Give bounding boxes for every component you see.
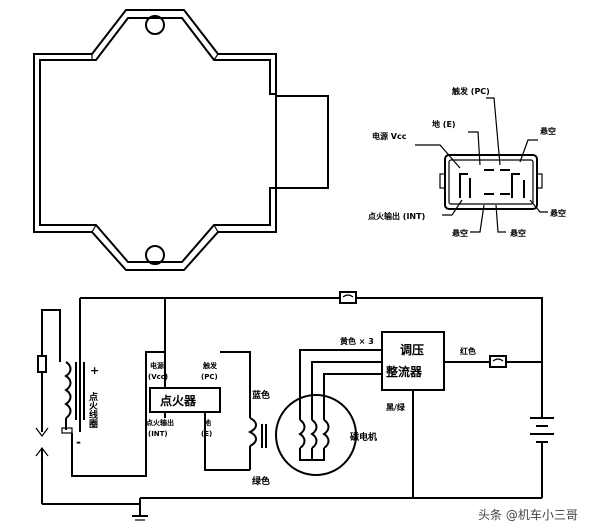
connector-pinout: 电源 Vcc 地 (E) 触发 (PC) 悬空 悬空 点火输出 (INT) 悬空… (368, 86, 566, 238)
ignition-coil (61, 298, 147, 477)
fuse-top (339, 291, 357, 304)
coil-plus-label: + (90, 364, 99, 377)
pin-label-empty-bottom-right: 悬空 (509, 228, 526, 238)
pin-label-empty-bottom-left: 悬空 (451, 228, 468, 238)
battery (530, 417, 554, 498)
yellow-wire-label: 黄色 × 3 (340, 336, 374, 346)
cdi-power-label: 电源 (150, 361, 164, 370)
mounting-hole-top (145, 15, 165, 35)
pin-label-ground-e: 地 (E) (432, 119, 456, 129)
black-wire-label: 黑/绿 (386, 402, 406, 412)
ignition-coil-label: 点火线圈 (87, 391, 98, 429)
red-wire-label: 红色 (460, 346, 476, 356)
pin-label-empty-top-right: 悬空 (539, 126, 556, 136)
green-wire-label: 绿色 (252, 475, 270, 487)
pin-label-trigger-pc: 触发 (PC) (452, 86, 490, 96)
pin-label-power-vcc: 电源 Vcc (372, 131, 407, 141)
cdi-trigger-pin: (PC) (201, 373, 218, 381)
wiring-schematic: + - 点火线圈 点火器 电源 (Vcc) 点火输出 (INT) 触发 (PC)… (35, 291, 554, 521)
regulator-rectifier-box (381, 331, 445, 391)
magneto-label: 磁电机 (350, 431, 377, 443)
mounting-hole-bottom (145, 245, 165, 265)
blue-wire-label: 蓝色 (252, 389, 270, 401)
cdi-ignition-label: 点火输出 (146, 418, 174, 427)
cdi-unit-label: 点火器 (160, 393, 197, 408)
cdi-power-pin: (Vcc) (148, 373, 168, 381)
cdi-housing-outline (33, 9, 329, 271)
spark-plug-resistor (37, 355, 47, 373)
watermark-text: 头条 @机车小三哥 (478, 507, 578, 522)
cdi-ground-pin: (E) (201, 430, 212, 438)
regulator-label-line1: 调压 (400, 343, 424, 357)
fuse-red-line (489, 355, 507, 368)
pin-label-ignition-output: 点火输出 (INT) (368, 211, 425, 221)
cdi-ignition-pin: (INT) (148, 430, 168, 438)
cdi-trigger-label: 触发 (202, 361, 218, 370)
regulator-label-line2: 整流器 (385, 364, 423, 379)
magneto-stator (275, 394, 357, 476)
pickup-coil (247, 417, 267, 470)
cdi-ground-label: 地 (204, 418, 211, 427)
coil-minus-label: - (76, 435, 81, 449)
cdi-unit-box (149, 387, 221, 413)
pin-label-empty-right: 悬空 (549, 208, 566, 218)
